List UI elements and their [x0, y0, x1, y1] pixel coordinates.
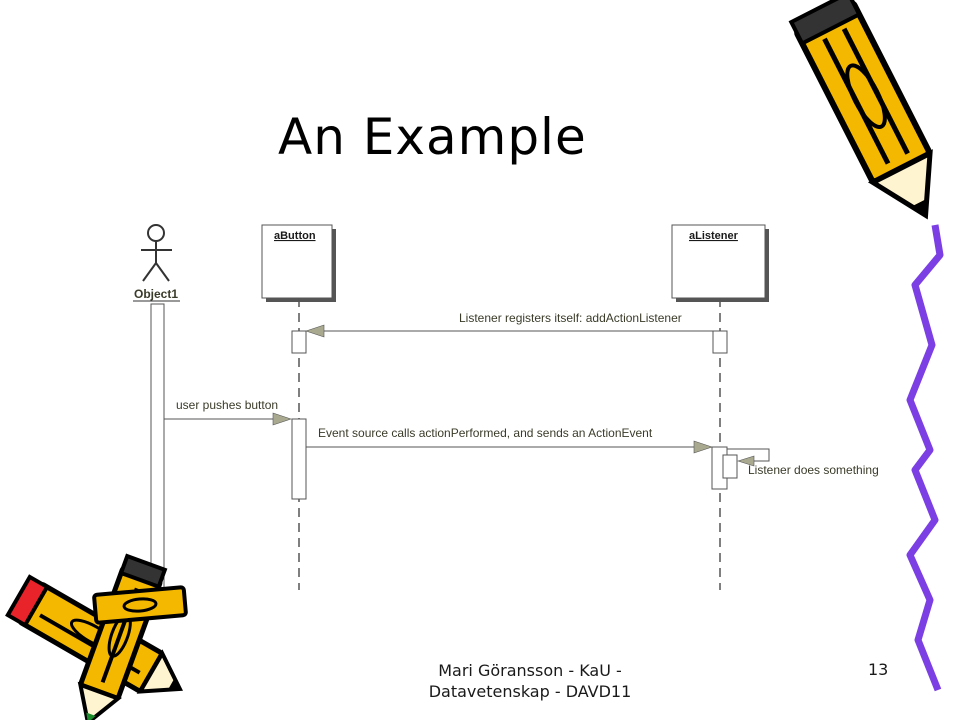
button-object-label: aButton [274, 230, 316, 242]
self-message-label: Listener does something [748, 463, 879, 477]
button-object-box [261, 224, 333, 299]
listener-object-label: aListener [689, 230, 739, 242]
pencil-icon-bottom-left-3 [92, 585, 188, 625]
slide-footer: Mari Göransson - KaU - Datavetenskap - D… [380, 660, 680, 702]
actor-label: Object1 [134, 287, 178, 301]
register-message-label: Listener registers itself: addActionList… [459, 311, 682, 325]
self-message-line [727, 448, 770, 462]
push-arrow-head [272, 412, 292, 426]
button-activation-2 [291, 418, 307, 500]
register-arrow-head [305, 324, 325, 338]
self-arrow-head [736, 455, 755, 467]
footer-line-1: Mari Göransson - KaU - [438, 661, 622, 680]
listener-activation-1 [712, 330, 728, 354]
footer-line-2: Datavetenskap - DAVD11 [428, 682, 632, 701]
event-message-label: Event source calls actionPerformed, and … [318, 426, 653, 440]
listener-object-box [671, 224, 766, 299]
push-message-label: user pushes button [176, 398, 278, 412]
pencil-icon-top-right [788, 0, 933, 220]
event-arrow-head [693, 440, 713, 454]
page-number: 13 [868, 660, 889, 679]
actor-activation-bar [150, 303, 165, 591]
listener-activation-nested [722, 454, 738, 479]
decorative-zigzag [906, 224, 944, 692]
actor-icon [141, 224, 172, 282]
slide-title: An Example [278, 108, 587, 166]
button-activation-1 [291, 330, 307, 354]
